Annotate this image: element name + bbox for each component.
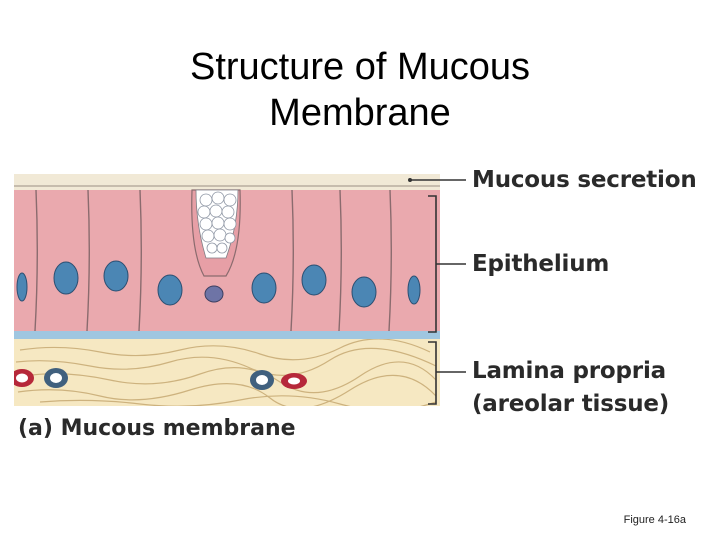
areolar-tissue-label: (areolar tissue) <box>472 391 670 417</box>
cell-nucleus <box>301 264 327 296</box>
figure-reference: Figure 4-16a <box>623 514 686 526</box>
epithelial-cells <box>16 189 421 332</box>
cell-wall <box>138 189 142 332</box>
areolar-fibers <box>15 338 437 406</box>
cell-nucleus <box>103 260 129 292</box>
mucus-layer <box>14 174 440 190</box>
lamina-propria-bracket <box>428 341 466 405</box>
cell-nucleus <box>351 276 377 308</box>
basement-membrane <box>14 331 440 339</box>
cell-nucleus <box>157 274 183 306</box>
cell-wall <box>388 189 392 332</box>
cell-nucleus <box>16 272 28 302</box>
mucous-secretion-label: Mucous secretion <box>472 167 697 193</box>
epithelium-label: Epithelium <box>472 251 610 277</box>
slide-title: Structure of Mucous Membrane <box>100 44 620 136</box>
figure-caption: (a) Mucous membrane <box>18 416 296 441</box>
lamina-propria-label: Lamina propria <box>472 358 666 384</box>
cell-wall <box>34 189 38 332</box>
secretion-pointer-dot <box>408 178 412 182</box>
tissue-illustration <box>14 174 440 406</box>
cell-nucleus <box>53 261 79 295</box>
title-line-2: Membrane <box>269 92 451 134</box>
cell-nucleus <box>251 272 277 304</box>
connective-tissue-cells <box>14 368 307 390</box>
epithelium-bracket <box>428 195 466 333</box>
cell-nucleus <box>407 275 421 305</box>
cell-wall <box>338 189 342 332</box>
cell-wall <box>290 189 294 332</box>
title-line-1: Structure of Mucous <box>189 46 531 88</box>
cell-wall <box>86 189 90 332</box>
label-leaders <box>410 179 466 405</box>
goblet-cell <box>191 189 241 303</box>
